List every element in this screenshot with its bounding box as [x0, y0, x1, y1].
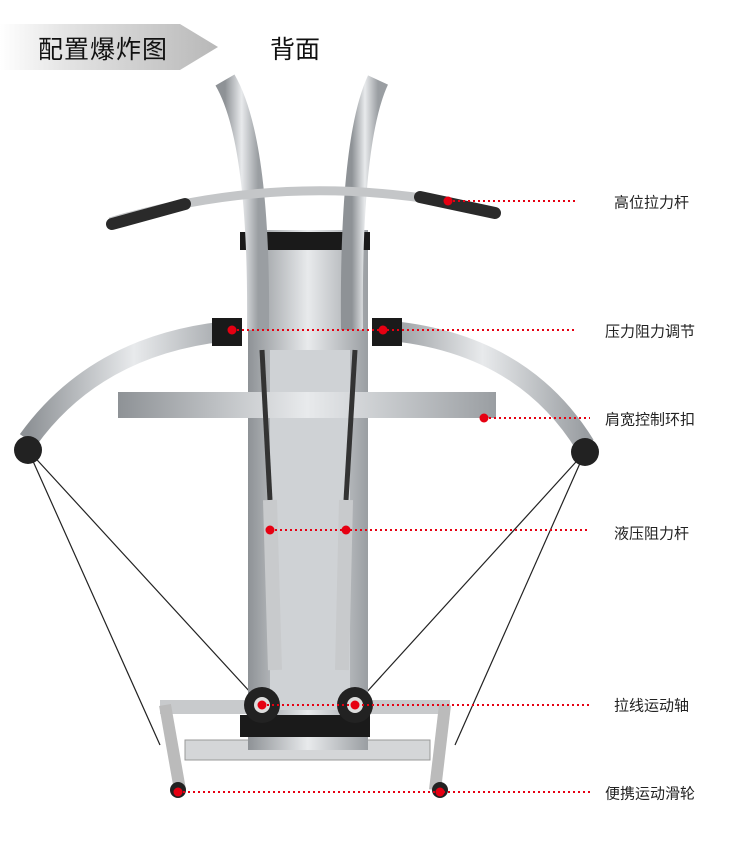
view-title: 背面 [270, 35, 321, 64]
callout-portable-pulley: 便携运动滑轮 [605, 784, 696, 803]
header-banner [0, 24, 218, 70]
callout-dot [227, 325, 237, 335]
banner-title: 配置爆炸图 [38, 35, 169, 64]
callout-dot [479, 413, 489, 423]
callout-hydraulic-rod: 液压阻力杆 [614, 524, 690, 543]
shoulder-bar [118, 392, 496, 418]
callout-dot [378, 325, 388, 335]
callout-dot [350, 700, 360, 710]
callout-resistance-adjust: 压力阻力调节 [605, 322, 696, 341]
callout-dot [341, 525, 351, 535]
callout-dot [265, 525, 275, 535]
callout-dot [435, 787, 445, 797]
callout-shoulder-buckle: 肩宽控制环扣 [605, 410, 696, 429]
callout-dot [443, 196, 453, 206]
callout-dot [257, 700, 267, 710]
callout-high-pull-bar: 高位拉力杆 [614, 193, 690, 212]
callout-cable-axle: 拉线运动轴 [614, 696, 690, 715]
cables [27, 449, 586, 746]
callout-dot [173, 787, 183, 797]
